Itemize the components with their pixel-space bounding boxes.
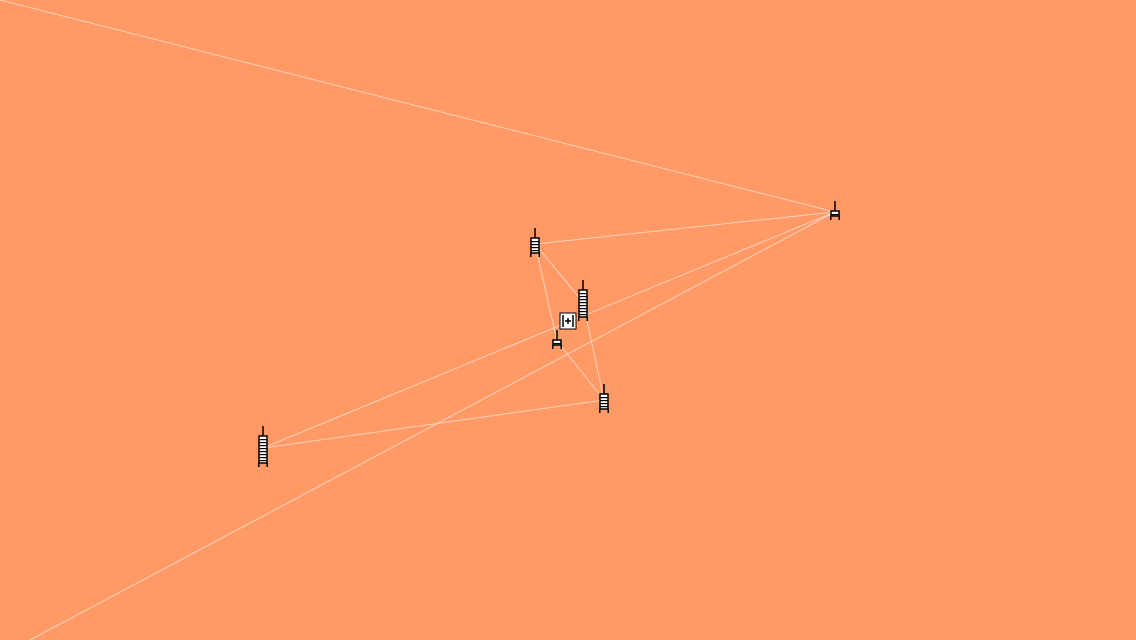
- network-link: [0, 0, 836, 213]
- network-link: [534, 243, 584, 303]
- network-link: [262, 399, 605, 449]
- syringe-tower-icon[interactable]: [578, 280, 588, 321]
- syringe-tower-icon[interactable]: [552, 330, 562, 349]
- tower-layer: [258, 201, 840, 467]
- syringe-tower-icon[interactable]: [530, 228, 540, 257]
- link-layer: [0, 0, 836, 640]
- network-link: [534, 243, 558, 342]
- syringe-tower-icon[interactable]: [830, 201, 840, 220]
- syringe-tower-icon[interactable]: [599, 384, 609, 413]
- network-link: [29, 211, 836, 640]
- network-link: [556, 340, 605, 401]
- network-link: [534, 211, 836, 245]
- syringe-tower-icon[interactable]: [258, 426, 268, 467]
- crosshair-cursor-icon: [559, 312, 577, 330]
- network-link: [262, 211, 836, 449]
